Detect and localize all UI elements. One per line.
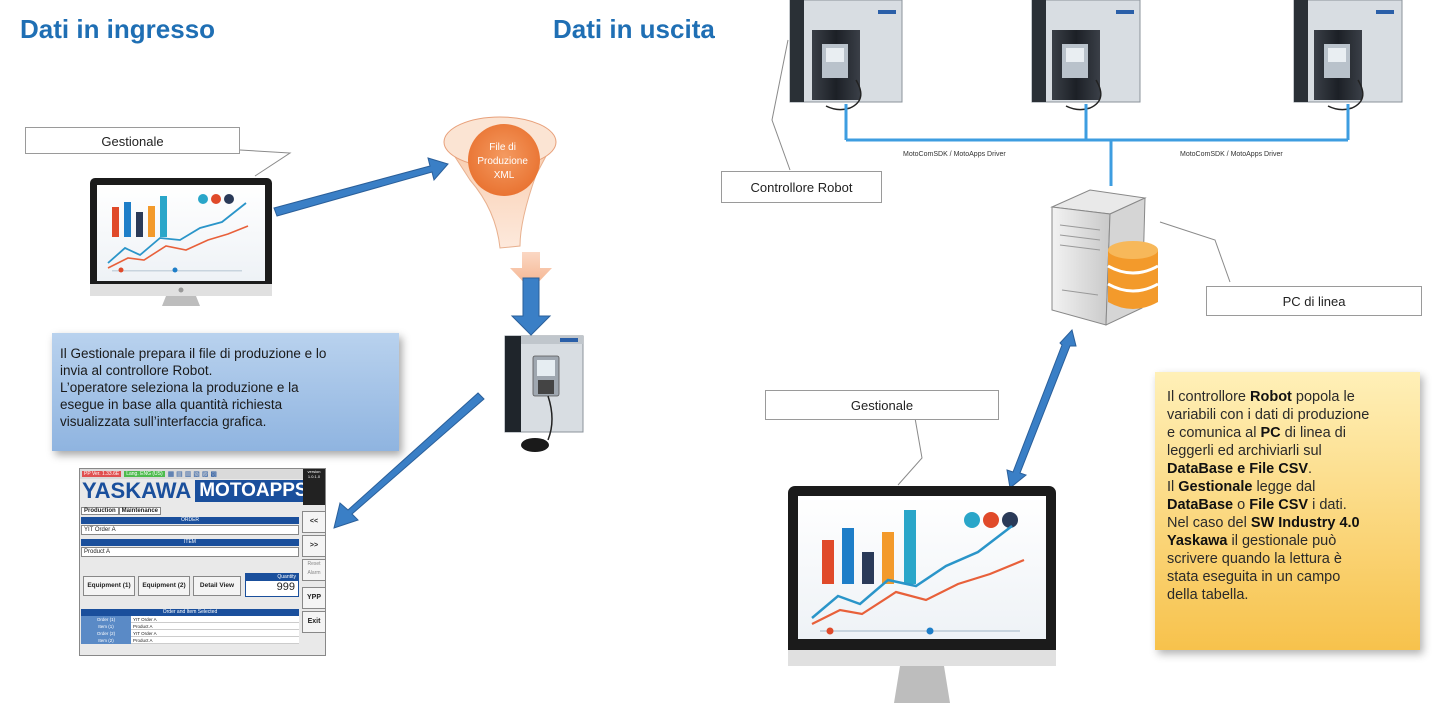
arrow-to-hmi [333,392,485,529]
output-description-note: Il controllore Robot popola le variabili… [1155,372,1420,650]
arrow-to-funnel [273,157,449,217]
equipment-2-button[interactable]: Equipment (2) [138,576,190,596]
left-monitor [90,178,272,306]
callout-pc-linea: PC di linea [1206,286,1422,316]
item-header: ITEM [81,539,299,546]
note-line: invia al controllore Robot. [60,363,213,378]
arrow-to-controller [510,277,552,336]
xml-file-disc [468,124,540,196]
right-monitor [788,486,1056,703]
input-description-note: Il Gestionale prepara il file di produzi… [52,333,399,451]
table-row: Order (2)YIT Order A [81,630,299,637]
note-line: Il Gestionale prepara il file di produzi… [60,346,327,361]
quantity-field: Quantity 999 [245,573,299,597]
callout-pointer-left [239,149,292,177]
note-line: visualizzata sull’interfaccia grafica. [60,414,267,429]
callout-gestionale-right: Gestionale [765,390,999,420]
equipment-1-button[interactable]: Equipment (1) [83,576,135,596]
callout-gestionale-left: Gestionale [25,127,240,154]
reset-alarm-button[interactable]: Reset Alarm [302,559,325,581]
item-select[interactable]: Product A [81,547,299,557]
tab-production[interactable]: Production [81,507,119,515]
hmi-toolbar-icons: ▦ ▤ ▥ ▧ ▨ ▩ [167,471,218,478]
hmi-language-tag: Lang. ENG (US) [124,471,165,477]
order-select[interactable]: YIT Order A [81,525,299,535]
funnel [443,116,557,249]
note-line: esegue in base alla quantità richiesta [60,397,283,412]
hmi-logo: YASKAWA MOTOAPPS [80,478,325,503]
hmi-version-box: version 1.0.1.0 [303,469,325,505]
selection-table: Order and Item Selected Order (1)YIT Ord… [81,609,299,644]
robot-controller-small [504,335,584,452]
bus-label-1: MotoComSDK / MotoApps Driver [903,151,1006,158]
note-line: L’operatore seleziona la produzione e la [60,380,299,395]
table-row: Order (1)YIT Order A [81,616,299,623]
network-bus [844,104,1350,186]
table-row: Item (2)Product A [81,637,299,644]
exit-button[interactable]: Exit [302,611,325,633]
tab-maintenance[interactable]: Maintenance [118,507,162,515]
prev-button[interactable]: << [302,511,325,533]
hmi-brand: YASKAWA [82,478,192,503]
bus-label-2: MotoComSDK / MotoApps Driver [1180,151,1283,158]
callout-pointer-controller [771,39,791,171]
hmi-product: MOTOAPPS [195,480,312,502]
funnel-label: File di Produzione XML [477,142,530,181]
heading-input: Dati in ingresso [20,14,216,44]
order-header: ORDER [81,517,299,524]
table-row: Item (1)Product A [81,623,299,630]
motoapps-hmi-screen: PP Ver. 1.33.6E Lang. ENG (US) ▦ ▤ ▥ ▧ ▨… [79,468,326,656]
callout-pointer-right [897,417,923,486]
hmi-status-bar: PP Ver. 1.33.6E Lang. ENG (US) ▦ ▤ ▥ ▧ ▨… [80,469,325,479]
detail-view-button[interactable]: Detail View [193,576,241,596]
arrow-pink-down [510,252,552,290]
ypp-button[interactable]: YPP [302,587,325,609]
robot-controller-2 [1031,0,1141,111]
callout-controllore: Controllore Robot [721,171,882,203]
arrow-bidirectional [1006,328,1077,489]
database-icon [1107,241,1159,309]
selection-table-header: Order and Item Selected [81,609,299,616]
callout-pointer-pc [1159,221,1231,283]
hmi-tabs: Production Maintenance [81,507,162,515]
heading-output: Dati in uscita [553,14,715,44]
robot-controller-3 [1293,0,1403,111]
robot-controller-1 [789,0,903,111]
hmi-version-tag: PP Ver. 1.33.6E [82,471,122,477]
next-button[interactable]: >> [302,535,325,557]
